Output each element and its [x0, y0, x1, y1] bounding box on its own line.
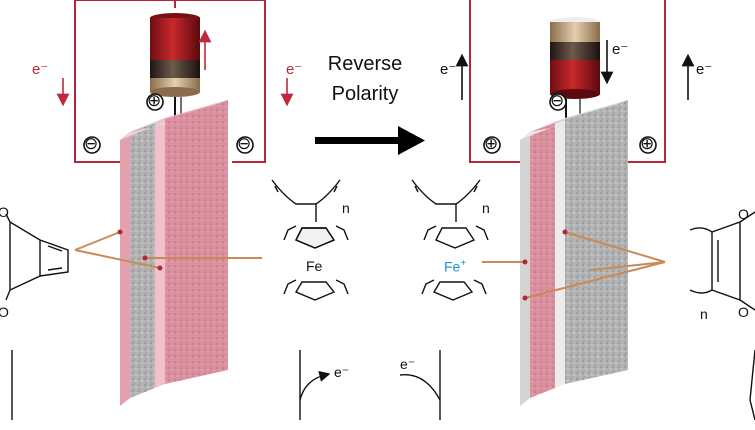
right-electrode-plus-right: ⊕: [640, 134, 655, 153]
electron-transfer-curves: [11, 349, 755, 421]
right-electron-label-left: e⁻: [440, 61, 457, 78]
quinone-o-right-bottom: O: [738, 304, 749, 320]
left-cell: [56, 0, 294, 406]
naphthoquinone-right: [689, 211, 755, 311]
quinone-n: n: [700, 306, 708, 322]
naphthoquinone-left: [5, 213, 69, 301]
left-electrode-minus-left: ⊖: [84, 134, 99, 153]
left-circuit-wire: [74, 0, 266, 163]
quinone-o-bottom: O: [0, 304, 9, 320]
right-battery-terminal: ⊖: [550, 91, 565, 110]
ferrocene-polymer-left: [271, 179, 349, 301]
ferrocene-polymer-right: [411, 179, 489, 301]
connector-lines: [74, 229, 666, 301]
left-electron-label-right: e⁻: [286, 61, 303, 78]
right-electrode-plus-left: ⊕: [484, 134, 499, 153]
right-electron-label-right: e⁻: [696, 61, 713, 78]
left-battery-terminal: ⊕: [147, 91, 162, 110]
electron-transfer-right: e⁻: [400, 356, 416, 372]
fe-oxidized: Fe+: [444, 258, 467, 275]
left-battery: [150, 13, 200, 125]
polymer-left-n: n: [342, 200, 350, 216]
quinone-o-top: O: [0, 204, 9, 220]
right-electron-label-center: e⁻: [612, 41, 629, 58]
fe-neutral: Fe: [306, 258, 323, 274]
title-line2: Polarity: [331, 83, 399, 105]
quinone-o-right-top: O: [738, 206, 749, 222]
title-line1: Reverse: [327, 53, 403, 75]
right-electrode-stack: [520, 100, 628, 406]
polymer-right-n: n: [482, 200, 490, 216]
right-cell: [455, 0, 695, 406]
reverse-arrow: [315, 126, 425, 155]
electron-transfer-left: e⁻: [334, 364, 350, 380]
left-electron-label-left: e⁻: [32, 61, 49, 78]
left-electrode-stack: [120, 100, 228, 406]
left-electrode-minus-right: ⊖: [237, 134, 252, 153]
fe-charge: +: [460, 258, 467, 269]
